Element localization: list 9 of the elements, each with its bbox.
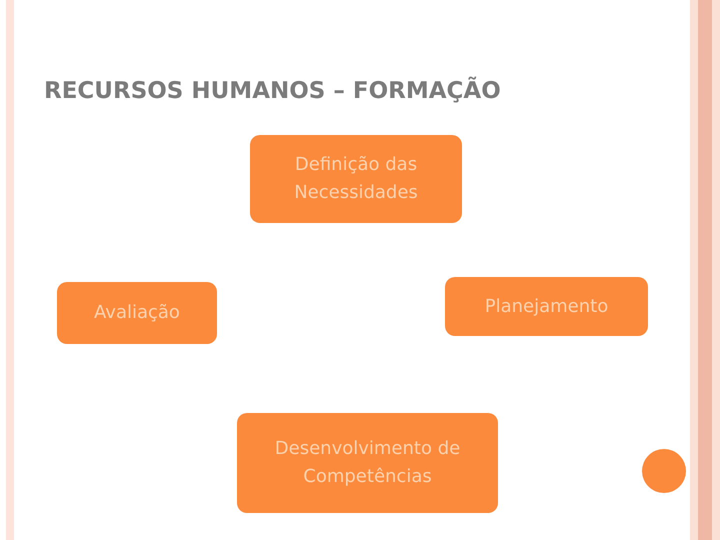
process-box xyxy=(57,282,217,344)
process-box xyxy=(250,135,462,223)
slide-title: RECURSOS HUMANOS – FORMAÇÃO xyxy=(44,76,501,106)
box-label: Definição das Necessidades xyxy=(293,153,419,205)
box-label: Avaliação xyxy=(94,301,180,325)
box-label: Desenvolvimento de Competências xyxy=(274,437,462,489)
box-label: Planejamento xyxy=(484,294,608,318)
process-box xyxy=(445,277,648,336)
process-box xyxy=(237,413,498,513)
